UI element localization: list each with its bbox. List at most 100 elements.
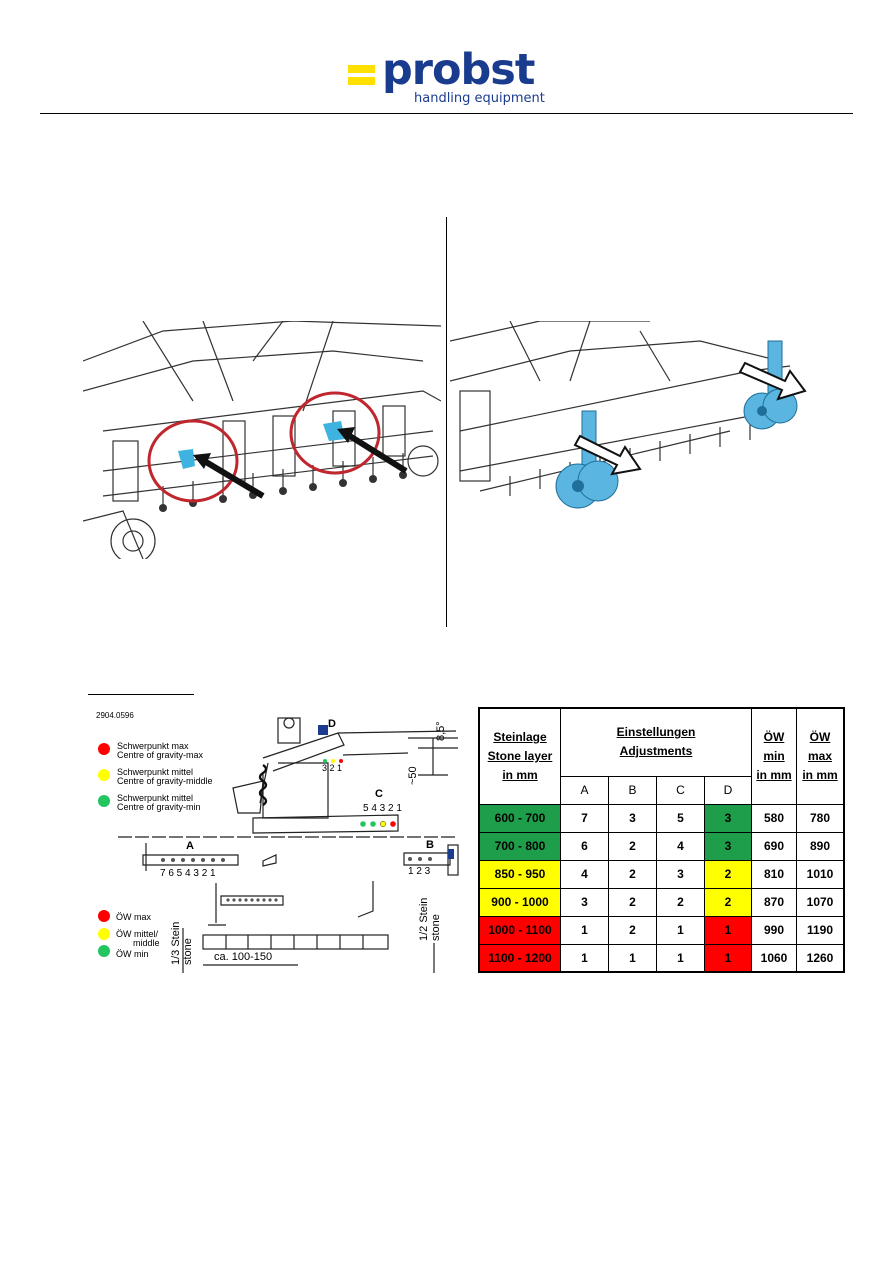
adjustment-diagram: 2904.0596 Schwerpunkt max Centre of grav… bbox=[88, 703, 464, 975]
cell-max: 780 bbox=[796, 803, 845, 833]
height-label: ~50 bbox=[407, 766, 419, 785]
angle-label: 8,5° bbox=[435, 721, 447, 741]
header-ow-min: ÖW min in mm bbox=[751, 707, 797, 805]
cell-d: 2 bbox=[704, 887, 752, 917]
cell-b: 2 bbox=[608, 859, 657, 889]
cell-b: 2 bbox=[608, 831, 657, 861]
header-ow-min-unit: in mm bbox=[756, 767, 792, 782]
legend-ow-max: ÖW max bbox=[116, 912, 151, 922]
cell-min: 1060 bbox=[751, 943, 797, 973]
legend-dot-ow-max bbox=[98, 910, 110, 922]
legend-ow-middle-en: middle bbox=[133, 938, 160, 948]
cell-d: 1 bbox=[704, 915, 752, 945]
cell-b: 3 bbox=[608, 803, 657, 833]
scale-c: 5 4 3 2 1 bbox=[363, 803, 402, 814]
third-stone-de: 1/3 Stein bbox=[170, 921, 182, 965]
scale-d: 3 2 1 bbox=[322, 763, 343, 773]
col-b: B bbox=[608, 775, 657, 805]
cell-a: 1 bbox=[560, 915, 609, 945]
cell-a: 7 bbox=[560, 803, 609, 833]
cell-a: 6 bbox=[560, 831, 609, 861]
cell-b: 2 bbox=[608, 887, 657, 917]
header-ow-max-label: ÖW max bbox=[807, 729, 833, 763]
col-d: D bbox=[704, 775, 752, 805]
header-adjustments: Einstellungen Adjustments bbox=[560, 707, 752, 777]
cell-min: 870 bbox=[751, 887, 797, 917]
legend-ow-min: ÖW min bbox=[116, 949, 149, 959]
legend-dot-middle bbox=[98, 769, 110, 781]
header-ow-max-unit: in mm bbox=[802, 767, 838, 782]
cell-max: 1260 bbox=[796, 943, 845, 973]
cell-a: 1 bbox=[560, 943, 609, 973]
legend-max-de: Schwerpunkt max bbox=[117, 741, 189, 751]
header-ow-min-label: ÖW min bbox=[763, 729, 785, 763]
cell-b: 2 bbox=[608, 915, 657, 945]
legend-ow-middle: ÖW mittel/ bbox=[116, 929, 158, 939]
third-stone-en: stone bbox=[182, 938, 194, 965]
probst-logo: probst handling equipment bbox=[348, 46, 548, 112]
cell-c: 1 bbox=[656, 915, 705, 945]
cell-min: 690 bbox=[751, 831, 797, 861]
cell-d: 3 bbox=[704, 831, 752, 861]
legend-min-de: Schwerpunkt mittel bbox=[117, 793, 194, 803]
cell-c: 4 bbox=[656, 831, 705, 861]
cell-max: 890 bbox=[796, 831, 845, 861]
header-stone-unit: in mm bbox=[502, 767, 538, 782]
header-stone-en: Stone layer bbox=[487, 748, 553, 763]
legend-dot-ow-middle bbox=[98, 928, 110, 940]
half-stone-en: stone bbox=[430, 914, 442, 941]
cell-range: 600 - 700 bbox=[478, 803, 561, 833]
legend-min-en: Centre of gravity-min bbox=[117, 802, 201, 812]
label-b: B bbox=[426, 839, 434, 851]
cell-c: 5 bbox=[656, 803, 705, 833]
label-d: D bbox=[328, 718, 336, 730]
header-rule bbox=[40, 113, 853, 114]
logo-tagline: handling equipment bbox=[414, 91, 545, 106]
col-c: C bbox=[656, 775, 705, 805]
diagram-ref: 2904.0596 bbox=[96, 711, 134, 720]
cell-min: 990 bbox=[751, 915, 797, 945]
cell-min: 810 bbox=[751, 859, 797, 889]
cell-c: 3 bbox=[656, 859, 705, 889]
cell-a: 4 bbox=[560, 859, 609, 889]
logo-brand: probst bbox=[382, 45, 535, 95]
cell-max: 1010 bbox=[796, 859, 845, 889]
cell-c: 1 bbox=[656, 943, 705, 973]
cell-range: 700 - 800 bbox=[478, 831, 561, 861]
legend-max-en: Centre of gravity-max bbox=[117, 750, 204, 760]
header-stone-de: Steinlage bbox=[493, 729, 547, 744]
logo-bar-top bbox=[348, 65, 375, 73]
legend-dot-ow-min bbox=[98, 945, 110, 957]
scale-b: 1 2 3 bbox=[408, 866, 431, 877]
column-divider bbox=[446, 217, 447, 627]
cell-range: 850 - 950 bbox=[478, 859, 561, 889]
col-a: A bbox=[560, 775, 609, 805]
half-stone-de: 1/2 Stein bbox=[418, 897, 430, 941]
cell-d: 3 bbox=[704, 803, 752, 833]
legend-middle-en: Centre of gravity-middle bbox=[117, 776, 213, 786]
section-rule bbox=[88, 694, 194, 695]
scale-a: 7 6 5 4 3 2 1 bbox=[160, 868, 216, 879]
distance-label: ca. 100-150 bbox=[214, 951, 273, 963]
cell-max: 1190 bbox=[796, 915, 845, 945]
legend-dot-min bbox=[98, 795, 110, 807]
legend-dot-max bbox=[98, 743, 110, 755]
wheel-adjustment-photo bbox=[450, 321, 830, 521]
cell-range: 1000 - 1100 bbox=[478, 915, 561, 945]
label-c: C bbox=[375, 788, 383, 800]
cell-b: 1 bbox=[608, 943, 657, 973]
cell-min: 580 bbox=[751, 803, 797, 833]
header-adjust-de: Einstellungen bbox=[616, 725, 696, 740]
cell-a: 3 bbox=[560, 887, 609, 917]
cell-d: 2 bbox=[704, 859, 752, 889]
label-a: A bbox=[186, 840, 194, 852]
cell-c: 2 bbox=[656, 887, 705, 917]
